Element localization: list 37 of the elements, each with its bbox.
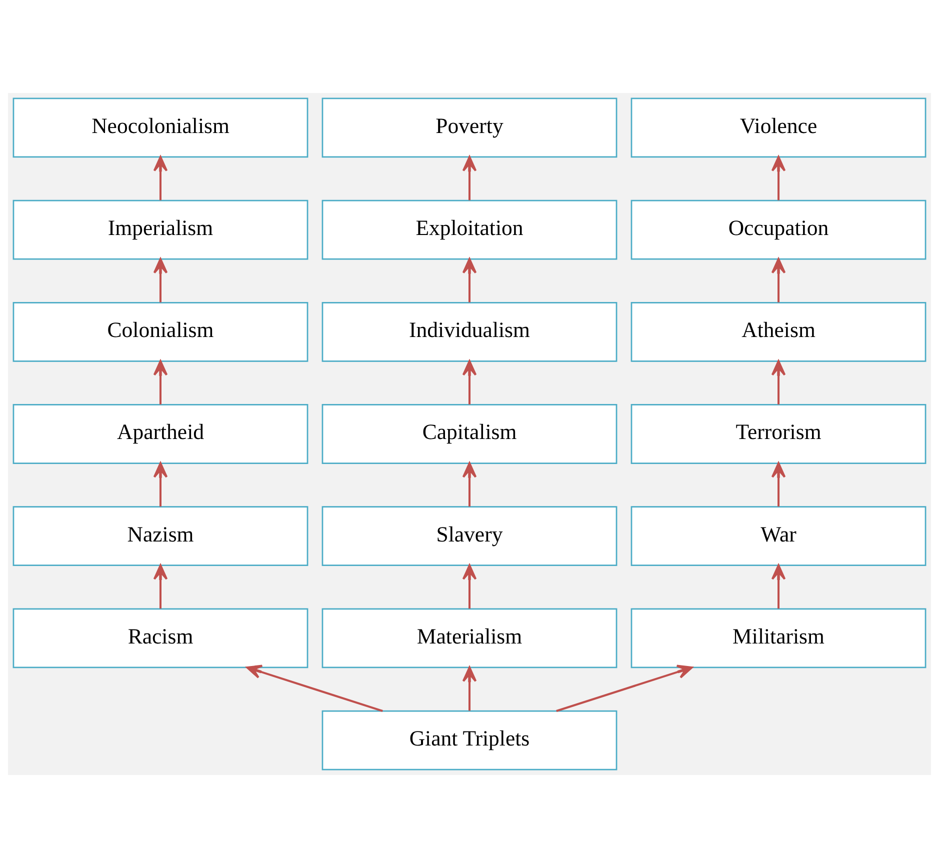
node-box: Apartheid — [12, 404, 308, 464]
arrow — [462, 564, 477, 609]
arrow — [462, 666, 477, 711]
arrow — [556, 664, 693, 712]
node-box: Imperialism — [12, 200, 308, 260]
node-box: Terrorism — [630, 404, 926, 464]
arrow — [771, 360, 786, 404]
node-box: Occupation — [630, 200, 926, 260]
node-box: Militarism — [630, 608, 926, 668]
node-box: War — [630, 506, 926, 566]
node-box: Nazism — [12, 506, 308, 566]
arrow — [462, 258, 477, 302]
arrow — [153, 462, 168, 507]
arrow — [153, 360, 168, 404]
node-box: Atheism — [630, 302, 926, 362]
node-box: Slavery — [322, 506, 618, 566]
node-box: Individualism — [322, 302, 618, 362]
node-box: Giant Triplets — [322, 710, 618, 770]
arrow — [462, 156, 477, 200]
node-box: Exploitation — [322, 200, 618, 260]
arrow — [462, 360, 477, 404]
node-box: Poverty — [322, 98, 618, 158]
arrow — [153, 156, 168, 200]
arrow — [153, 564, 168, 609]
node-box: Materialism — [322, 608, 618, 668]
arrow — [771, 462, 786, 507]
arrow — [771, 156, 786, 200]
arrow — [462, 462, 477, 507]
node-box: Capitalism — [322, 404, 618, 464]
node-box: Colonialism — [12, 302, 308, 362]
node-box: Violence — [630, 98, 926, 158]
node-box: Neocolonialism — [12, 98, 308, 158]
arrow — [246, 664, 383, 712]
arrow — [153, 258, 168, 302]
arrow — [771, 564, 786, 609]
arrow — [771, 258, 786, 302]
node-box: Racism — [12, 608, 308, 668]
